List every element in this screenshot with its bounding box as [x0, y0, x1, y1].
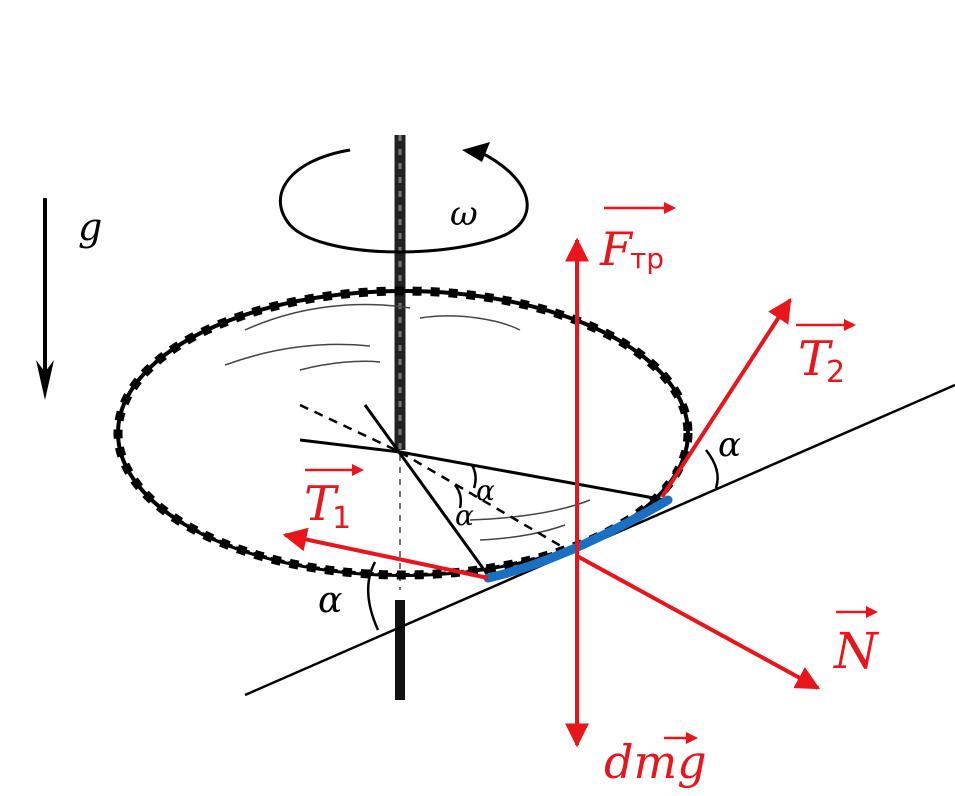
svg-text:N: N: [833, 622, 880, 680]
tension-t2-arrow: [660, 297, 792, 499]
friction-label: F тр: [599, 202, 676, 276]
alpha-label-left: α: [318, 580, 342, 621]
surface-shading: [224, 303, 591, 541]
alpha-label-inner-1: α: [476, 474, 495, 507]
tension-t1-label: T 1: [304, 464, 364, 536]
normal-arrow: [576, 554, 821, 690]
angle-arcs: [366, 449, 719, 631]
gravity-force-label: dmg: [604, 732, 707, 789]
svg-text:T: T: [304, 476, 339, 532]
construction-lines: [299, 403, 666, 579]
svg-text:dmg: dmg: [604, 735, 707, 789]
alpha-label-right: α: [718, 425, 741, 465]
omega-rotation-arrow: [278, 142, 529, 254]
svg-text:2: 2: [826, 355, 845, 390]
svg-text:тр: тр: [630, 242, 664, 275]
tension-t2-label: T 2: [796, 319, 856, 390]
chain-loop: [113, 286, 693, 580]
chain-element-dm: [483, 495, 673, 583]
tension-t1-arrow: [282, 527, 489, 580]
alpha-label-inner-2: α: [455, 499, 474, 532]
force-arrows: [282, 237, 821, 748]
svg-text:T: T: [798, 331, 833, 387]
gravity-label: g: [78, 205, 102, 249]
svg-text:F: F: [599, 222, 634, 276]
omega-label: ω: [450, 194, 478, 234]
svg-text:1: 1: [332, 501, 351, 536]
normal-label: N: [833, 606, 880, 680]
gravity-arrow: [36, 198, 54, 400]
